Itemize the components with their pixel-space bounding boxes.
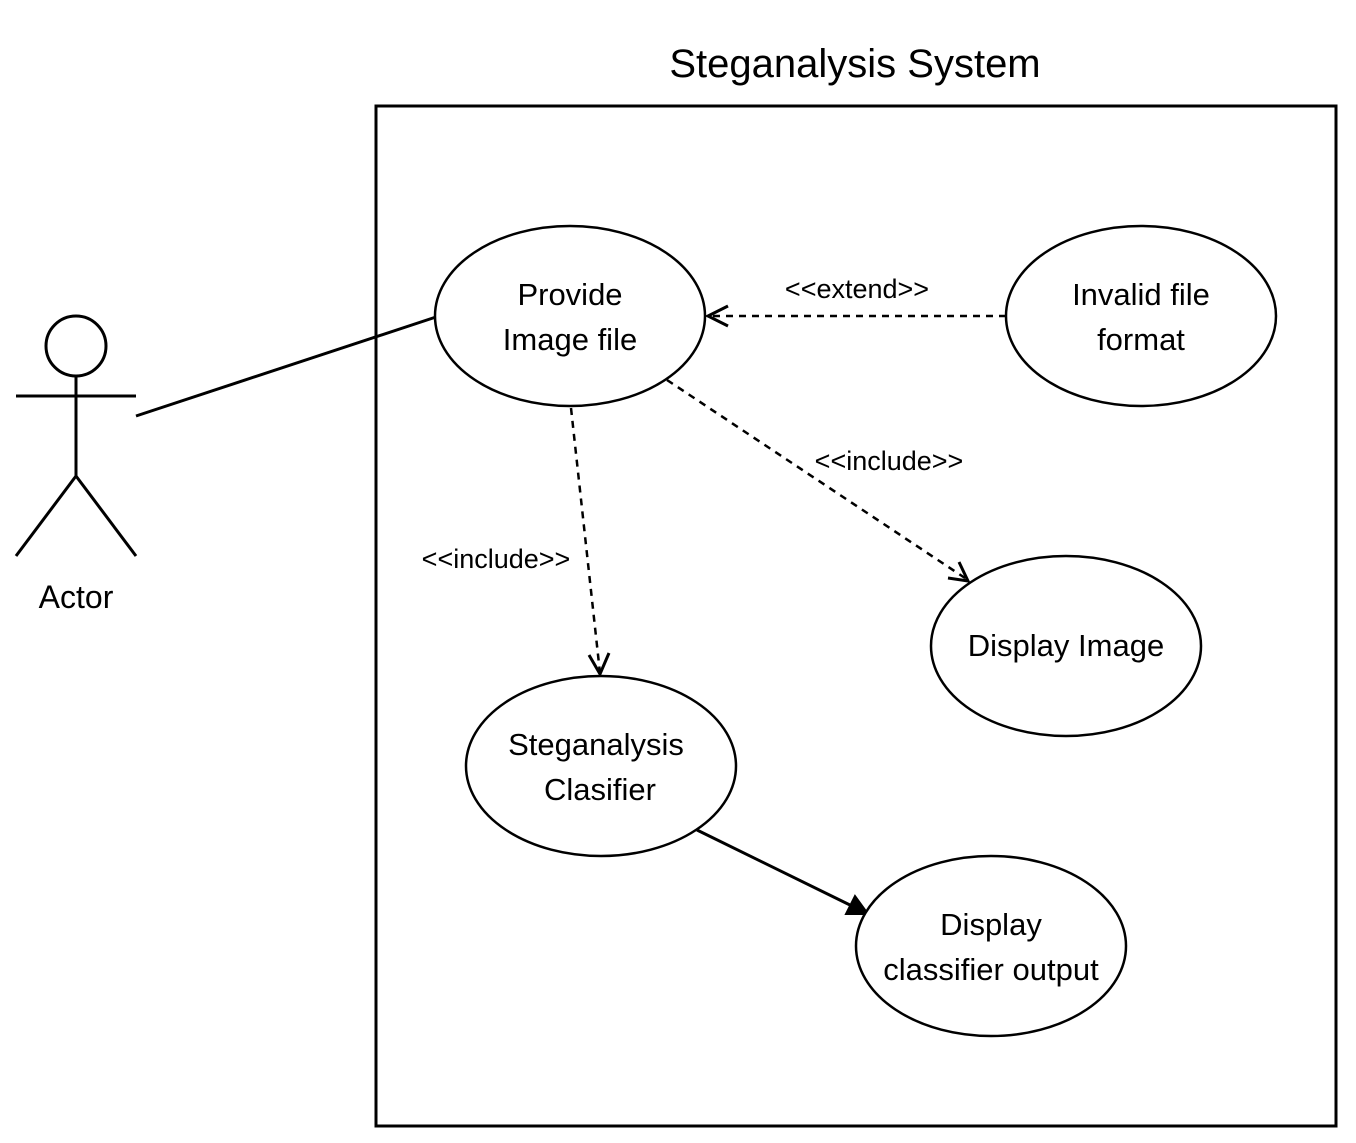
use-case-output-line2: classifier output [883,952,1099,987]
include-classifier-label: <<include>> [422,544,571,574]
use-case-classifier-line2: Clasifier [544,772,656,807]
use-case-invalid-file-format[interactable]: Invalid file format [1004,224,1278,408]
use-case-provide-line1: Provide [517,277,622,312]
include-display-label: <<include>> [815,446,964,476]
include-display-arrowhead [947,561,971,583]
extend-arrowhead [704,304,729,328]
use-case-steganalysis-clasifier[interactable]: Steganalysis Clasifier [464,674,738,858]
use-case-provide-line2: Image file [503,322,637,357]
use-case-invalid-line2: format [1097,322,1185,357]
include-classifier-arrowhead [587,652,611,678]
association-actor-provide [135,315,437,418]
classifier-output-connector [696,828,853,908]
include-display-connector [666,378,969,582]
actor-right-leg [74,475,138,557]
actor-label: Actor [39,579,114,615]
use-case-classifier-line1: Steganalysis [508,727,684,762]
actor-figure [14,314,138,557]
use-case-provide-image-file[interactable]: Provide Image file [433,224,707,408]
use-case-invalid-line1: Invalid file [1072,277,1210,312]
use-case-display-image-line1: Display Image [968,628,1164,663]
use-case-output-line1: Display [940,907,1042,942]
include-classifier-connector [569,407,602,674]
use-case-display-image[interactable]: Display Image [929,554,1203,738]
system-title: Steganalysis System [669,42,1040,86]
actor-head [44,314,108,378]
classifier-output-arrowhead [844,894,870,915]
extend-label: <<extend>> [785,274,929,304]
use-case-display-classifier-output[interactable]: Display classifier output [854,854,1128,1038]
system-boundary [374,104,1338,1128]
actor-left-leg [14,475,78,557]
